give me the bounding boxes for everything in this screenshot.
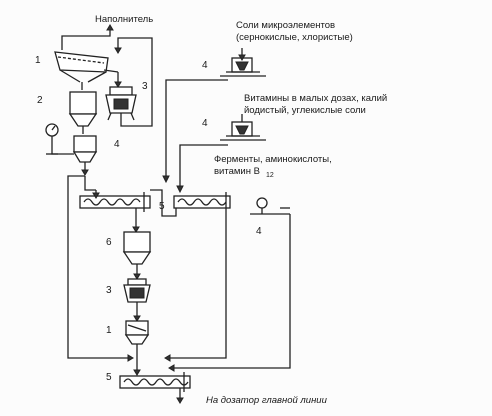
number-4-liquid-dispenser: 4: [256, 226, 262, 237]
enzymes-label-line1: Ферменты, аминокислоты,: [214, 154, 332, 165]
right-bypass-line: [164, 212, 227, 362]
left-bypass-line: [67, 175, 134, 362]
main-screw-mixer: [119, 372, 191, 404]
filler-feed-line: [61, 24, 114, 50]
screw-mixer-left: [79, 192, 151, 212]
number-2-hopper: 2: [37, 95, 43, 106]
number-4-salts-dispenser: 4: [202, 60, 208, 71]
pressure-gauge-icon: [45, 123, 74, 155]
crusher-top: [105, 86, 137, 121]
right-to-left-mixer-line: [150, 189, 177, 217]
vitamins-label-line2: йодистый, углекислые соли: [244, 105, 366, 116]
number-3-crusher-bottom: 3: [106, 285, 112, 296]
crusher-return-line: [114, 37, 153, 127]
number-4-vitamins-dispenser: 4: [202, 118, 208, 129]
liquid-feed-line: [168, 214, 291, 372]
number-3-crusher: 3: [142, 81, 148, 92]
hopper-6: [122, 208, 152, 280]
vitamins-dispenser: [220, 114, 266, 141]
enzymes-label-line2: витамин B: [214, 166, 260, 177]
liquid-dispenser-right: [250, 197, 290, 215]
screw-mixer-right: [173, 192, 231, 212]
vitamins-feed-line: [176, 144, 228, 194]
sieve-bottom: [124, 320, 150, 376]
sieve-to-crusher-line: [114, 72, 122, 88]
crusher-bottom: [123, 278, 151, 322]
enzymes-subscript: 12: [266, 172, 274, 179]
number-4-dispenser: 4: [114, 139, 120, 150]
sieve-top: [54, 51, 119, 83]
dispenser-to-mixer-line: [84, 176, 100, 199]
dispenser-4-left: [72, 135, 98, 176]
salts-label-line2: (сернокислые, хлористые): [236, 32, 353, 43]
salts-feed-line: [162, 79, 228, 184]
salts-label-line1: Соли микроэлементов: [236, 20, 335, 31]
salts-dispenser: [220, 48, 266, 77]
to-dispenser-label: На дозатор главной линии: [206, 395, 328, 406]
vitamins-label-line1: Витамины в малых дозах, калий: [244, 93, 387, 104]
number-6-hopper: 6: [106, 237, 112, 248]
number-5-main-mixer: 5: [106, 372, 112, 383]
hopper-2: [68, 82, 98, 134]
number-1-sieve: 1: [35, 55, 41, 66]
number-1-sieve-bottom: 1: [106, 325, 112, 336]
filler-label: Наполнитель: [95, 14, 153, 25]
